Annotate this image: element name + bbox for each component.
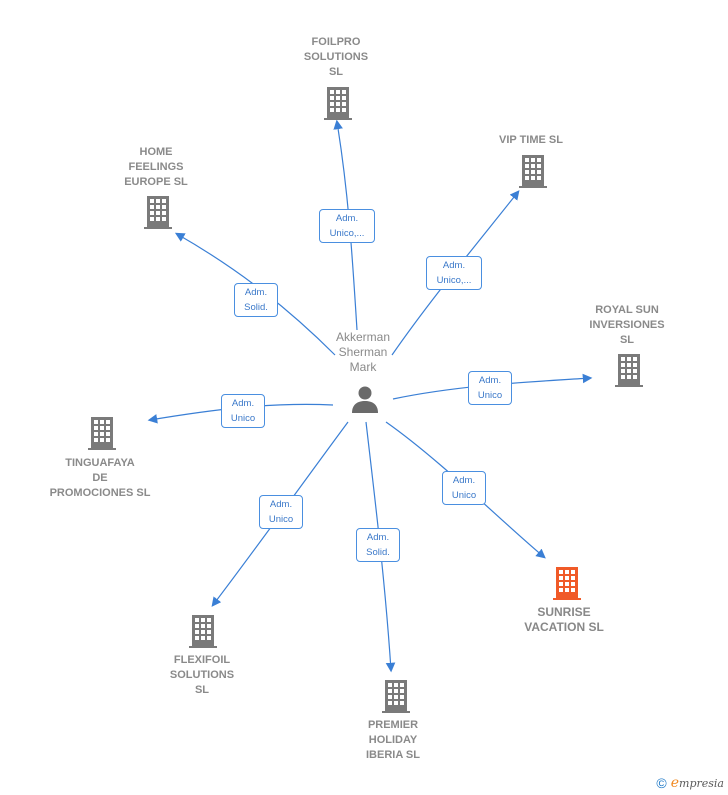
edge-label-foilpro[interactable]: Adm. Unico,... — [319, 209, 375, 243]
node-label-home[interactable]: HOME FEELINGS EUROPE SL — [124, 146, 188, 188]
node-label-premier[interactable]: PREMIER HOLIDAY IBERIA SL — [366, 719, 420, 761]
brand-footer: © empresia — [656, 775, 724, 791]
node-label-tinguafaya[interactable]: TINGUAFAYA DE PROMOCIONES SL — [49, 457, 151, 499]
copyright-icon: © — [656, 775, 667, 791]
node-label-flexifoil[interactable]: FLEXIFOIL SOLUTIONS SL — [169, 654, 235, 696]
edge-label-tinguafaya[interactable]: Adm. Unico — [221, 394, 265, 428]
edge-label-home[interactable]: Adm. Solid. — [234, 283, 278, 317]
edge-label-royal[interactable]: Adm. Unico — [468, 371, 512, 405]
node-label-vip[interactable]: VIP TIME SL — [499, 134, 563, 146]
node-label-sunrise[interactable]: SUNRISE VACATION SL — [524, 605, 604, 634]
person-icon[interactable] — [349, 383, 381, 415]
brand-logo: empresia — [670, 775, 724, 791]
building-icon[interactable] — [517, 153, 549, 189]
edge-label-premier[interactable]: Adm. Solid. — [356, 528, 400, 562]
center-person-label: Akkerman Sherman Mark — [335, 330, 391, 374]
edge-label-sunrise[interactable]: Adm. Unico — [442, 471, 486, 505]
building-icon[interactable] — [322, 85, 354, 121]
building-icon[interactable] — [86, 415, 118, 451]
building-icon[interactable] — [380, 678, 412, 714]
building-icon[interactable] — [187, 613, 219, 649]
building-icon[interactable] — [613, 352, 645, 388]
edge-label-vip[interactable]: Adm. Unico,... — [426, 256, 482, 290]
building-icon[interactable] — [551, 565, 583, 601]
building-icon[interactable] — [142, 194, 174, 230]
edge-label-flexifoil[interactable]: Adm. Unico — [259, 495, 303, 529]
node-label-royal[interactable]: ROYAL SUN INVERSIONES SL — [589, 304, 665, 346]
node-label-foilpro[interactable]: FOILPRO SOLUTIONS SL — [303, 36, 369, 78]
